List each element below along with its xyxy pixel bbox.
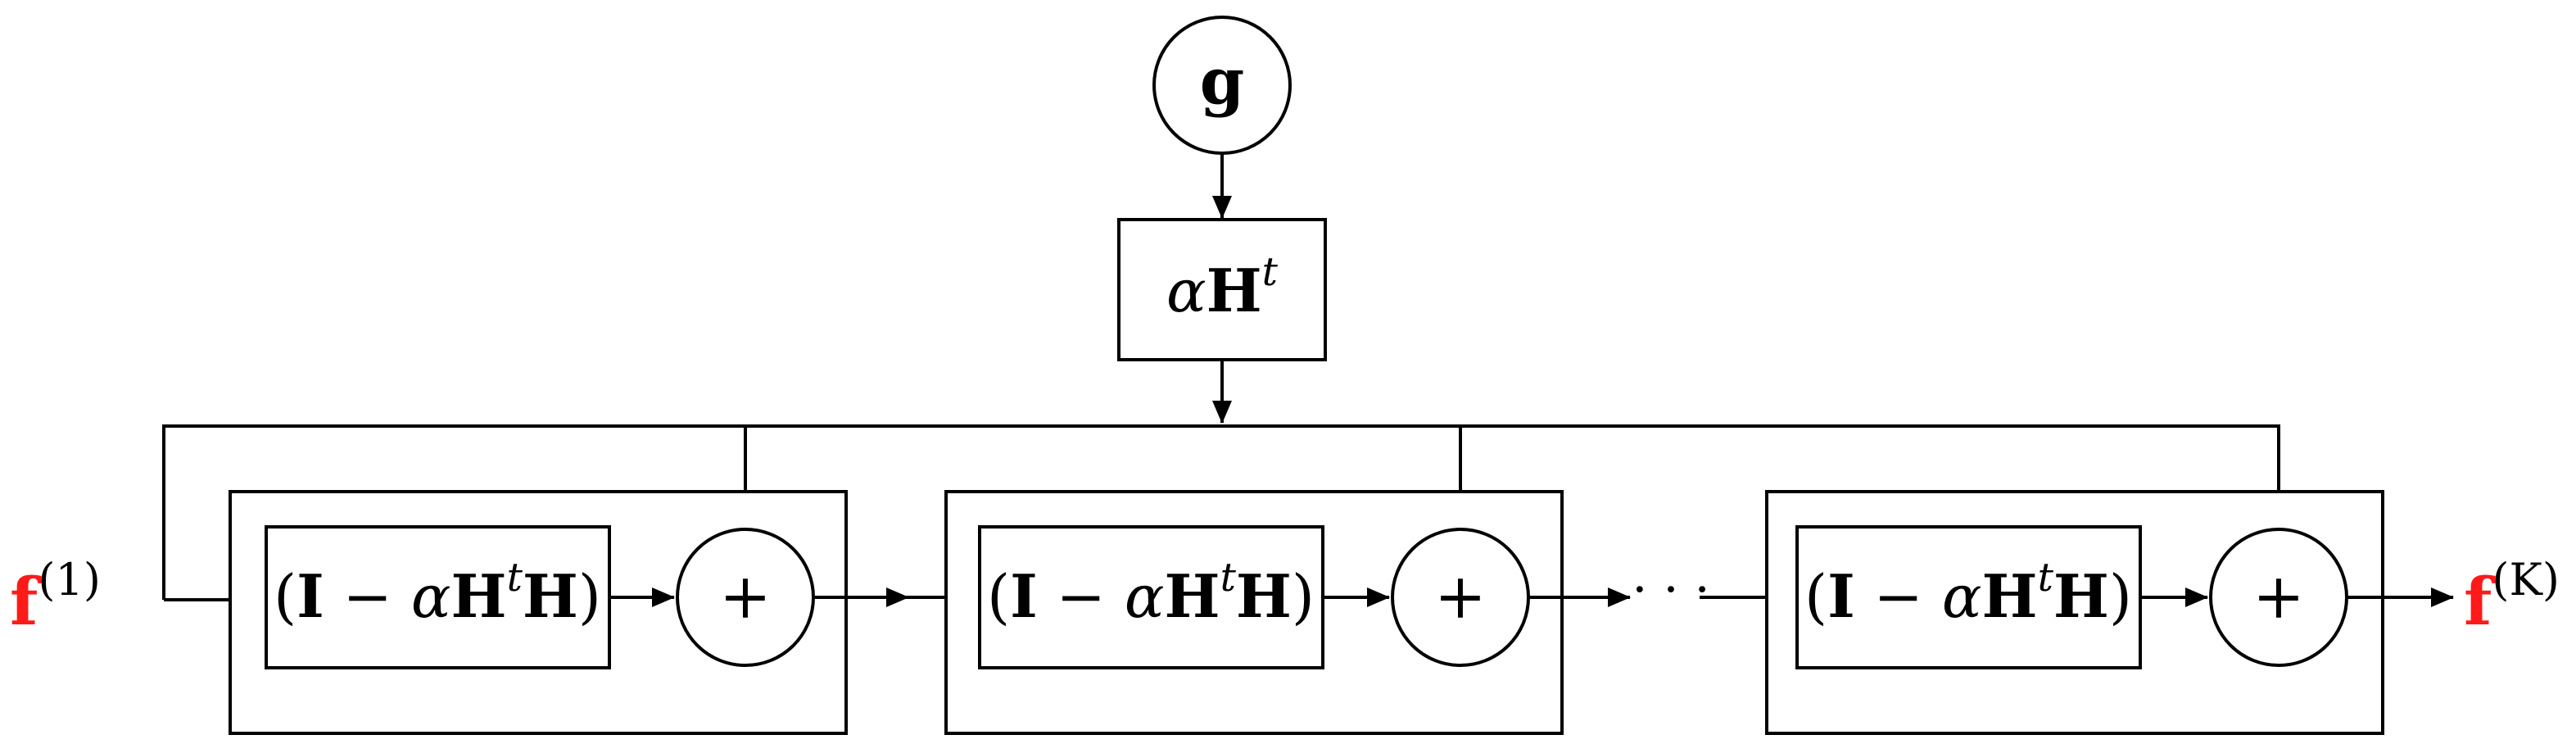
stage-update-box bbox=[265, 525, 611, 669]
mid-arrowhead bbox=[886, 587, 909, 607]
ellipsis: · · · bbox=[1632, 561, 1709, 619]
source-symbol: g bbox=[1200, 44, 1245, 119]
stage-2: (I − αHtH) + bbox=[944, 490, 1564, 735]
input-label: f(1) bbox=[10, 554, 101, 640]
gain-block bbox=[1117, 218, 1327, 361]
output-label: f(K) bbox=[2464, 554, 2560, 640]
adder-symbol: + bbox=[2252, 560, 2305, 633]
gain-block-label: αHt bbox=[1166, 249, 1279, 325]
stage-update-label: (I − αHtH) bbox=[274, 555, 601, 631]
adder-symbol: + bbox=[1434, 560, 1487, 633]
stage-3: (I − αHtH) + bbox=[1765, 490, 2384, 735]
stage-update-box bbox=[978, 525, 1324, 669]
distribution-bus bbox=[162, 424, 2280, 600]
stage-update-label: (I − αHtH) bbox=[987, 555, 1315, 631]
adder-symbol: + bbox=[719, 560, 772, 633]
stage-update-label: (I − αHtH) bbox=[1804, 555, 2132, 631]
stage-1: (I − αHtH) + bbox=[229, 490, 848, 735]
